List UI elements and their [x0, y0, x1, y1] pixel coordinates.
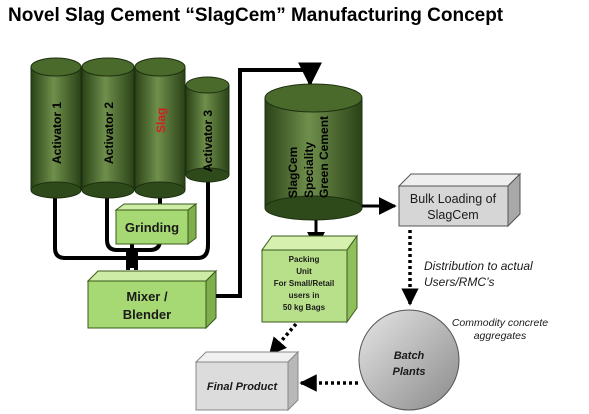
silo-slag: Slag: [134, 57, 186, 199]
silo-label-activator-1: Activator 1: [50, 102, 64, 164]
mixer-label-line2: Blender: [123, 307, 171, 322]
page-title: Novel Slag Cement “SlagCem” Manufacturin…: [8, 5, 504, 26]
grinding-label: Grinding: [125, 220, 179, 235]
distribution-label-line1: Distribution to actual: [424, 259, 533, 273]
bulk-label-line1: Bulk Loading of: [410, 192, 497, 206]
commodity-label-line1: Commodity concrete: [452, 317, 548, 329]
final-product-box: Final Product: [194, 350, 300, 412]
grinding-box: Grinding: [114, 203, 198, 245]
green-cement-silo: SlagCem Speciality Green Cement: [264, 83, 363, 221]
silo-activator-2: Activator 2: [81, 57, 135, 199]
silo-label-slag: Slag: [154, 108, 168, 133]
packing-line5: 50 kg Bags: [283, 303, 326, 312]
distribution-label-line2: Users/RMC’s: [424, 275, 494, 289]
green-silo-line1: SlagCem: [286, 147, 300, 198]
batch-plants-sphere: Batch Plants: [358, 309, 460, 411]
packing-unit-box: Packing Unit For Small/Retail users in 5…: [261, 234, 358, 324]
final-product-label: Final Product: [207, 381, 279, 393]
packing-to-final-arrow: [268, 322, 298, 356]
bulk-loading-box: Bulk Loading of SlagCem: [397, 172, 522, 228]
green-silo-line3: Green Cement: [317, 116, 331, 198]
mixer-to-silo-connector: [216, 62, 322, 298]
bulk-label-line2: SlagCem: [427, 208, 478, 222]
packing-line2: Unit: [296, 267, 312, 276]
packing-line3: For Small/Retail: [274, 279, 334, 288]
silo-activator-3: Activator 3: [185, 76, 230, 183]
mixer-label-line1: Mixer /: [126, 289, 168, 304]
silo-activator-1: Activator 1: [30, 57, 82, 199]
silo-label-activator-2: Activator 2: [102, 102, 116, 164]
batch-label-line2: Plants: [392, 366, 425, 378]
packing-line4: users in: [289, 291, 320, 300]
green-silo-line2: Speciality: [302, 142, 316, 198]
silo-label-activator-3: Activator 3: [201, 110, 215, 172]
mixer-blender-box: Mixer / Blender: [86, 269, 218, 330]
commodity-label-line2: aggregates: [474, 330, 527, 342]
batch-label-line1: Batch: [394, 350, 425, 362]
packing-line1: Packing: [289, 255, 320, 264]
